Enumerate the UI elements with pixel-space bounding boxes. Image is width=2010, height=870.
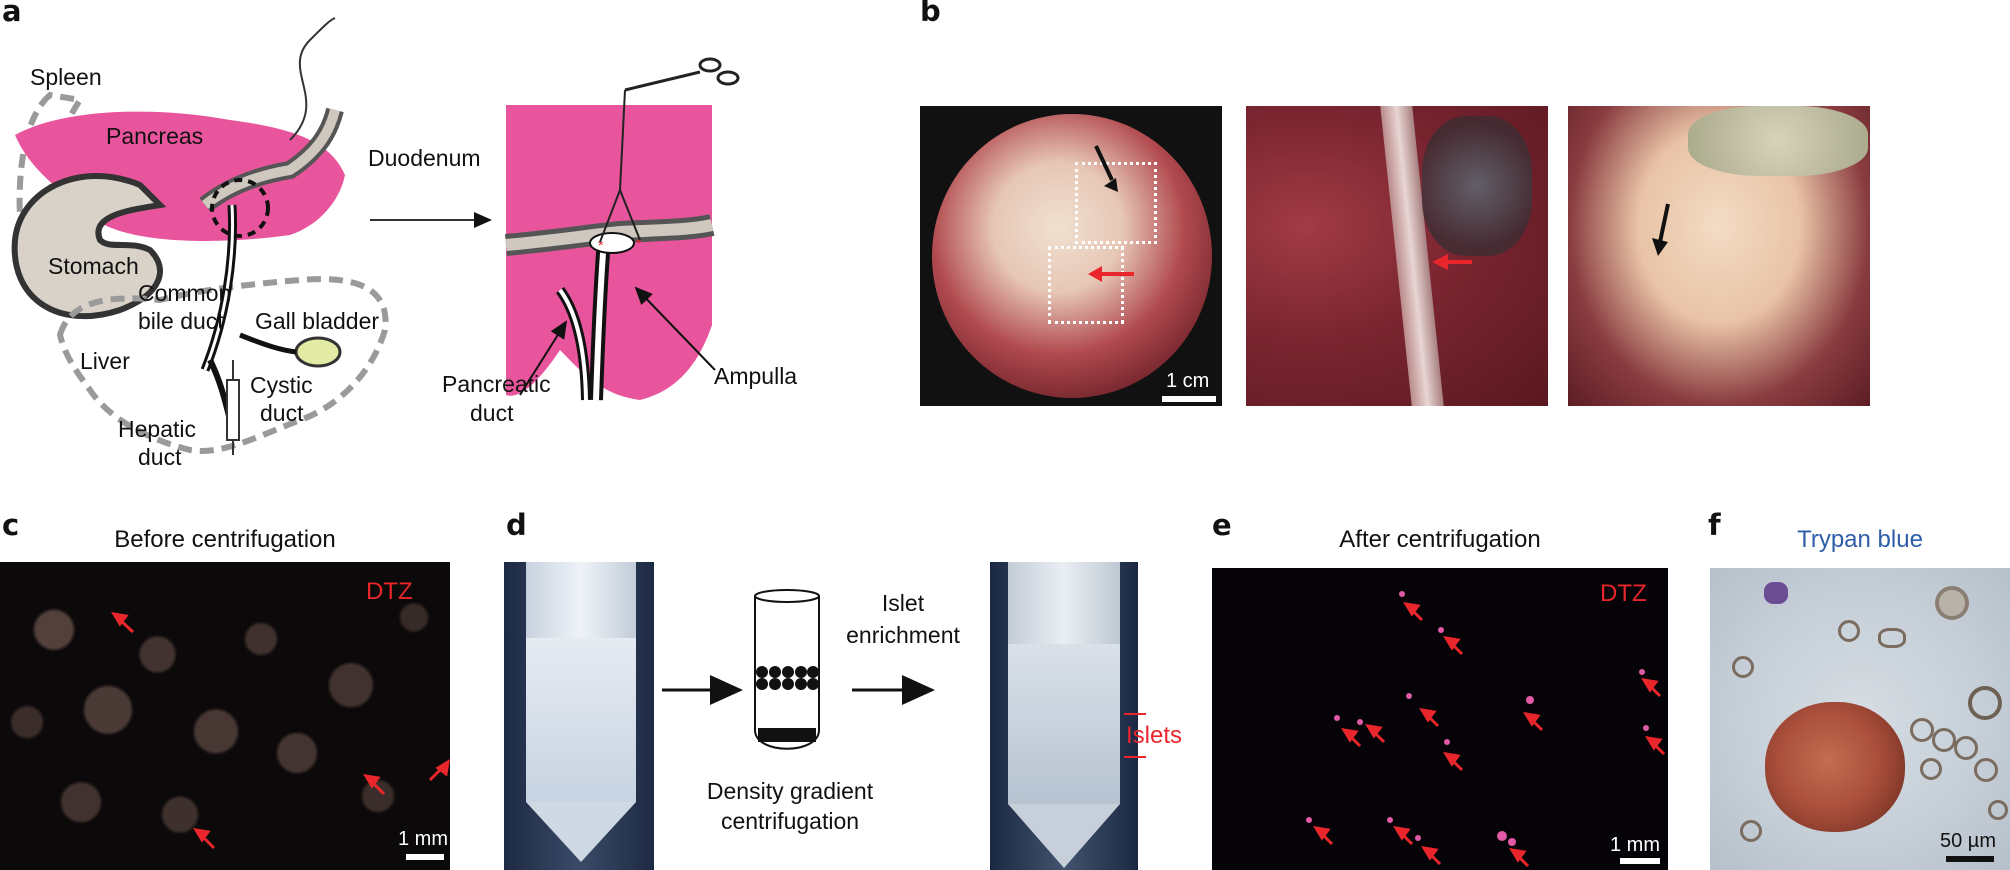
- label-cystic: Cystic: [250, 372, 313, 398]
- scale-bar-label-c: 1 mm: [398, 828, 448, 850]
- label-pancreas: Pancreas: [106, 123, 204, 149]
- scale-bar-b: [1162, 396, 1216, 402]
- label-common: Common: [138, 280, 232, 306]
- panel-label-a: a: [2, 0, 22, 28]
- panel-label-e: e: [1212, 508, 1232, 542]
- svg-text:*: *: [636, 235, 642, 251]
- label-spleen: Spleen: [30, 64, 102, 90]
- photo-pancreatic-duct-closeup: [1568, 106, 1870, 406]
- photo-ampulla-closeup: [1246, 106, 1548, 406]
- islet-cluster: [1765, 702, 1905, 832]
- label-pancreatic: Pancreatic: [442, 371, 551, 397]
- density-gradient-schematic: [662, 589, 935, 750]
- label-duodenum: Duodenum: [368, 145, 481, 171]
- anatomy-diagram: * *: [11, 17, 740, 455]
- panel-label-b: b: [920, 0, 941, 28]
- scale-bar-label-e: 1 mm: [1610, 834, 1660, 856]
- title-after-centrifugation: After centrifugation: [1339, 526, 1541, 553]
- label-gall-bladder: Gall bladder: [255, 308, 380, 334]
- label-liver: Liver: [80, 348, 130, 374]
- label-centrifugation: centrifugation: [720, 808, 860, 834]
- label-enrichment: enrichment: [846, 622, 960, 648]
- title-before-centrifugation: Before centrifugation: [114, 526, 336, 553]
- svg-text:*: *: [598, 237, 604, 253]
- label-pancreatic-duct: duct: [470, 400, 514, 426]
- title-trypan-blue: Trypan blue: [1797, 526, 1923, 553]
- label-density-gradient: Density gradient: [706, 778, 874, 804]
- micrograph-trypan-blue: 50 µm: [1710, 568, 2010, 870]
- tube-photo-before: [504, 562, 654, 870]
- scale-bar-e: [1620, 858, 1660, 864]
- label-cystic-duct: duct: [260, 400, 304, 426]
- stain-label-e: DTZ: [1600, 580, 1647, 607]
- label-stomach: Stomach: [48, 253, 139, 279]
- label-bile-duct: bile duct: [138, 308, 224, 334]
- scale-bar-label-b: 1 cm: [1166, 370, 1210, 392]
- panel-label-c: c: [2, 508, 20, 542]
- stain-label-c: DTZ: [366, 578, 413, 605]
- panel-label-d: d: [506, 508, 527, 542]
- label-hepatic-duct: duct: [138, 444, 182, 470]
- islets-marker-bottom: [1124, 756, 1146, 758]
- scale-bar-label-f: 50 µm: [1940, 830, 1996, 852]
- panel-label-f: f: [1708, 508, 1721, 542]
- scale-bar-c: [406, 854, 444, 860]
- label-islets: Islets: [1126, 722, 1183, 749]
- micrograph-before-centrifugation: DTZ 1 mm: [0, 562, 450, 870]
- label-hepatic: Hepatic: [118, 416, 196, 442]
- label-islet: Islet: [881, 590, 925, 616]
- micrograph-after-centrifugation: DTZ 1 mm: [1212, 568, 1668, 870]
- scale-bar-f: [1946, 856, 1994, 862]
- tube-photo-after: [990, 562, 1138, 870]
- photo-surgery-overview: 1 cm: [920, 106, 1222, 406]
- islets-marker-top: [1124, 713, 1146, 715]
- label-ampulla: Ampulla: [714, 363, 798, 389]
